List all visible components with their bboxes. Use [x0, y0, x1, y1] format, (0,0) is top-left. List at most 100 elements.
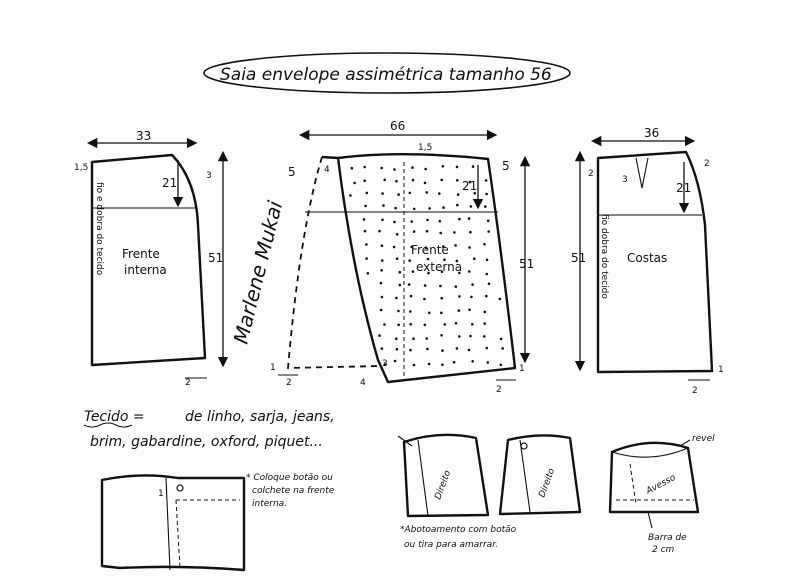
- dot: [471, 360, 475, 363]
- signature: Marlene Mukai: [229, 198, 288, 346]
- dot: [364, 204, 367, 208]
- piece-frente-externa: 66 51 21 1,5 5 4 5 Frente externa 2 4 3 …: [270, 119, 534, 395]
- dot: [454, 285, 458, 288]
- dot: [383, 178, 387, 182]
- closure-note-line1: *Abotoamento com botão: [400, 525, 517, 535]
- corner-label: 1: [718, 365, 724, 375]
- dot: [412, 230, 416, 233]
- dot: [471, 165, 475, 168]
- dot: [383, 323, 386, 326]
- sketch-direito-views: Direito Direito *Abotoamento com botão o…: [397, 433, 582, 550]
- dot: [485, 272, 489, 276]
- dot: [425, 229, 429, 233]
- dot: [397, 323, 401, 327]
- dot: [397, 193, 400, 196]
- dot: [378, 334, 381, 337]
- hem-label: 2: [185, 378, 191, 388]
- dot: [441, 363, 444, 367]
- dot: [392, 245, 396, 249]
- dot: [409, 310, 412, 313]
- piece-frente-interna: 33 51 21 1,5 3 2 Frente interna fio e do…: [74, 129, 229, 388]
- dot: [458, 271, 461, 275]
- dot: [409, 323, 413, 326]
- fold-text: fio e dobra do tecido: [94, 182, 104, 276]
- dot: [438, 192, 441, 195]
- dot: [485, 346, 489, 350]
- dot: [382, 204, 385, 207]
- dot: [409, 348, 412, 352]
- dot: [485, 294, 488, 298]
- dot: [487, 282, 491, 286]
- title-block: Saia envelope assimétrica tamanho 56: [203, 52, 571, 94]
- dot: [380, 295, 384, 299]
- dot: [362, 218, 366, 221]
- dot: [363, 179, 367, 183]
- piece-label-line2: interna: [124, 263, 167, 277]
- dot: [350, 166, 354, 170]
- direito-label-2: Direito: [537, 467, 557, 499]
- dot: [381, 218, 384, 222]
- dot: [440, 296, 444, 300]
- dot: [426, 257, 430, 261]
- sketch-overlap-line: [165, 477, 171, 571]
- sketch-number: 1: [158, 489, 164, 499]
- dot: [393, 168, 396, 171]
- avesso-label: Avesso: [644, 473, 678, 498]
- dot-texture: [349, 165, 505, 367]
- top-right-label: 2: [704, 159, 710, 169]
- frente-externa-outline: [321, 153, 517, 384]
- top-left-label: 2: [588, 169, 594, 179]
- dot: [353, 181, 356, 185]
- hem-label: 2: [692, 386, 698, 396]
- dot: [470, 295, 473, 299]
- fabric-heading: Tecido =: [84, 409, 145, 425]
- dot: [365, 243, 368, 246]
- dot: [365, 191, 369, 195]
- dot: [366, 272, 370, 275]
- dot: [397, 309, 400, 313]
- dot: [378, 229, 381, 233]
- dot: [458, 335, 461, 338]
- dot: [440, 270, 444, 274]
- dot: [380, 166, 384, 170]
- dot: [426, 347, 429, 351]
- width-label: 33: [136, 129, 151, 143]
- closure-note-line2: ou tira para amarrar.: [404, 540, 498, 550]
- dot: [395, 233, 399, 236]
- top-left-out-label: 5: [288, 165, 296, 179]
- top-right-label: 3: [206, 171, 212, 181]
- waist-drop-label: 21: [162, 176, 177, 190]
- dot: [453, 231, 456, 234]
- top-mid-label: 1,5: [418, 143, 432, 153]
- dot: [455, 259, 459, 263]
- dot: [468, 180, 472, 184]
- fabric-line2: brim, gabardine, oxford, piquet...: [90, 434, 323, 450]
- dot: [485, 258, 489, 262]
- dot: [443, 323, 447, 326]
- dot: [412, 337, 415, 341]
- dot: [452, 360, 456, 364]
- dot: [487, 230, 491, 233]
- dot: [407, 283, 411, 286]
- dot: [425, 337, 429, 340]
- piece-label-line2: externa: [416, 260, 462, 274]
- piece-label-line1: Frente: [411, 243, 449, 257]
- corner-right-label: 1: [519, 364, 525, 374]
- dot: [455, 165, 459, 169]
- dot: [380, 269, 383, 272]
- dot: [483, 335, 486, 338]
- top-left-in-label: 4: [324, 165, 330, 175]
- dot: [411, 166, 414, 169]
- button-icon-2: [520, 442, 528, 450]
- dot: [380, 259, 384, 262]
- dot: [412, 207, 416, 211]
- dot: [440, 178, 444, 182]
- dot: [409, 294, 413, 298]
- fabric-underline: [83, 422, 133, 428]
- dot: [456, 179, 459, 182]
- dot: [469, 230, 472, 234]
- revel-band: [611, 447, 689, 458]
- dot: [454, 322, 458, 325]
- dot: [440, 311, 443, 315]
